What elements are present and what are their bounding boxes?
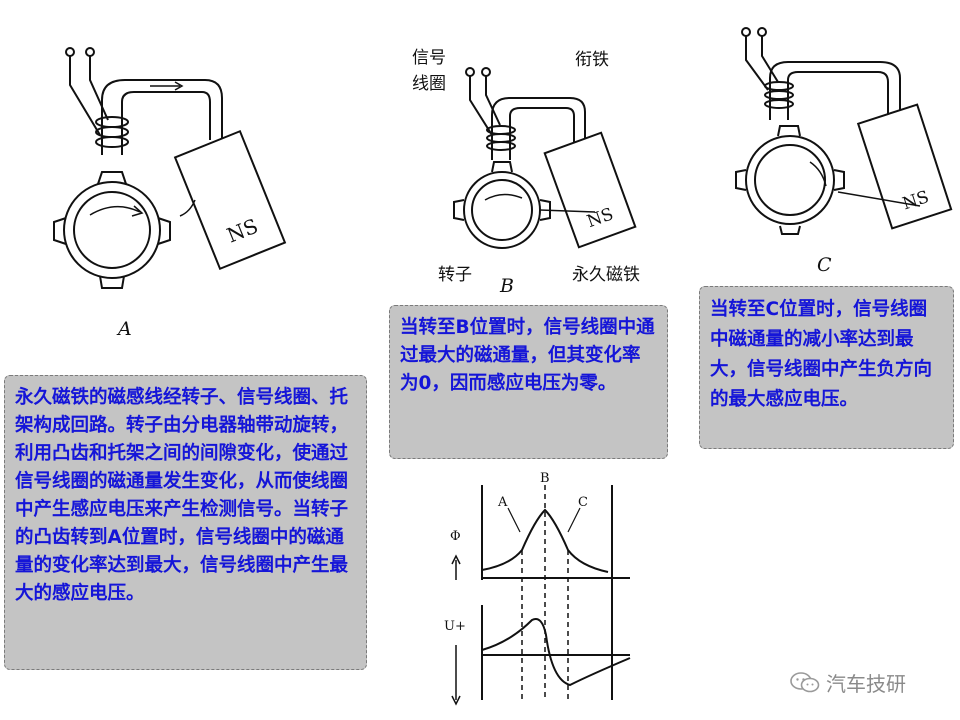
figure-b-magnet-name-label: 永久磁铁 [572, 265, 640, 285]
voltage-curve [481, 618, 631, 687]
graph-label-c: C [578, 495, 588, 510]
figure-c-diagram: NS [735, 27, 953, 235]
figure-a-diagram: NS [53, 47, 287, 289]
graph-label-b: B [540, 471, 550, 486]
figure-b-rotor-label: 转子 [438, 265, 472, 285]
graph-axis-u: U+ [444, 619, 466, 634]
figure-b-armature-label: 衔铁 [575, 50, 609, 70]
graph-axis-phi: Φ [450, 529, 461, 544]
main-explanation-text: 永久磁铁的磁感线经转子、信号线圈、托架构成回路。转子由分电器轴带动旋转，利用凸齿… [15, 387, 349, 604]
figure-b-caption: B [500, 275, 514, 297]
graph-label-a: A [497, 495, 508, 510]
position-b-explanation-box: 当转至B位置时，信号线圈中通过最大的磁通量，但其变化率为0，因而感应电压为零。 [389, 305, 668, 459]
flux-voltage-graph: A B C Φ U+ [444, 471, 631, 706]
position-c-explanation-text: 当转至C位置时，信号线圈中磁通量的减小率达到最大，信号线圈中产生负方向的最大感应… [710, 299, 933, 410]
figure-c-caption: C [817, 254, 832, 276]
wechat-icon [790, 671, 820, 692]
position-b-explanation-text: 当转至B位置时，信号线圈中通过最大的磁通量，但其变化率为0，因而感应电压为零。 [400, 317, 655, 394]
main-explanation-box: 永久磁铁的磁感线经转子、信号线圈、托架构成回路。转子由分电器轴带动旋转，利用凸齿… [4, 375, 367, 670]
watermark-text: 汽车技研 [826, 672, 906, 696]
figure-b-coil-label: 信号 线圈 [412, 48, 446, 94]
figure-a-caption: A [118, 318, 132, 340]
position-c-explanation-box: 当转至C位置时，信号线圈中磁通量的减小率达到最大，信号线圈中产生负方向的最大感应… [699, 286, 954, 449]
watermark: 汽车技研 [790, 668, 906, 697]
figure-b-diagram: NS [453, 67, 637, 249]
flux-curve [481, 508, 609, 573]
